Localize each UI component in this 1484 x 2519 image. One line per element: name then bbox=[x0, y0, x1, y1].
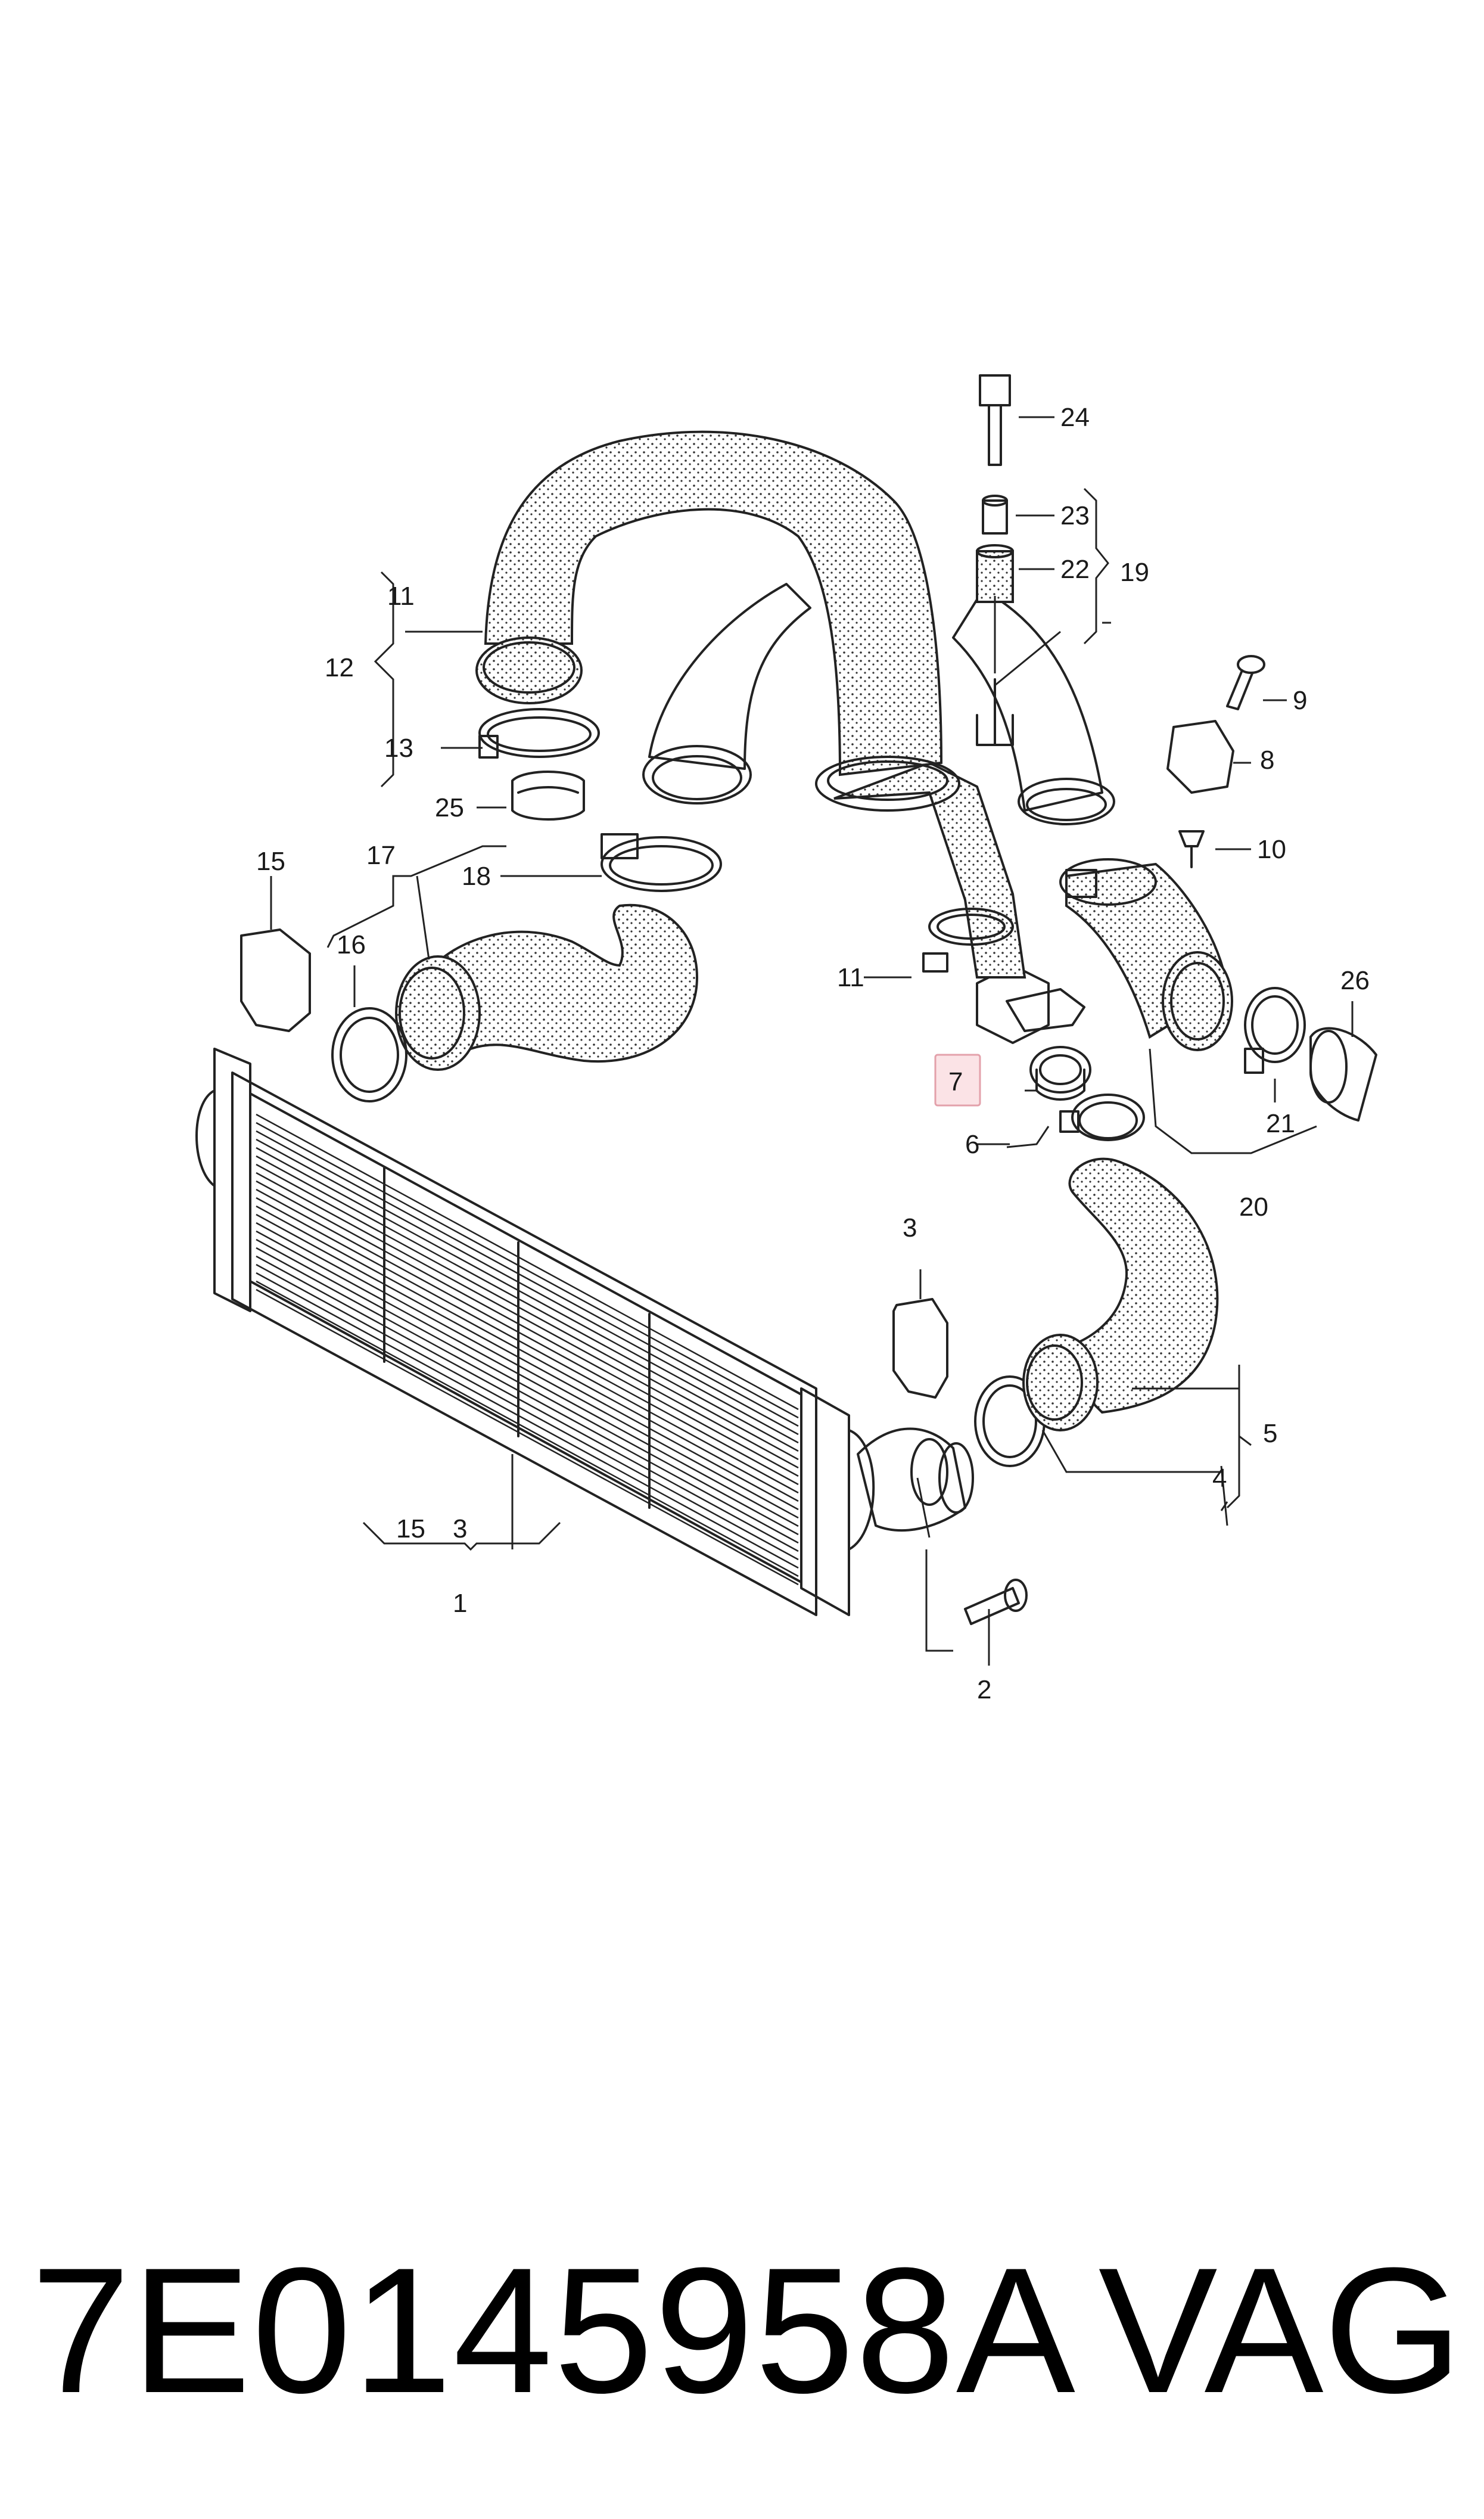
hose-17 bbox=[427, 903, 699, 1063]
intercooler-fin bbox=[256, 1280, 799, 1577]
gasket-3-lower bbox=[892, 1298, 948, 1399]
intercooler-fin bbox=[256, 1155, 799, 1452]
intercooler-fin bbox=[256, 1138, 799, 1436]
callout-6: 6 bbox=[965, 1130, 979, 1159]
callout-23: 23 bbox=[1060, 501, 1090, 530]
intercooler-fin bbox=[256, 1163, 799, 1461]
sleeve-25 bbox=[511, 771, 585, 821]
callout-18: 18 bbox=[462, 862, 491, 891]
callout-1: 1 bbox=[453, 1589, 467, 1618]
part-number: 7E0145958A bbox=[31, 2230, 1077, 2430]
intercooler bbox=[195, 1048, 875, 1616]
outlet-pipe bbox=[857, 1427, 974, 1532]
brand-label: VAG bbox=[1098, 2230, 1463, 2430]
sensor-8 bbox=[1166, 720, 1234, 794]
callout-5: 5 bbox=[1263, 1419, 1277, 1448]
intercooler-fin bbox=[256, 1188, 799, 1486]
clamp-21 bbox=[1244, 987, 1306, 1074]
callout-11-top: 11 bbox=[387, 582, 415, 611]
callout-17: 17 bbox=[366, 841, 396, 870]
hose-11-lower bbox=[833, 761, 1026, 979]
clamp-18 bbox=[601, 833, 722, 892]
callouts: 1 15 3 2 3 4 5 6 7 8 9 10 11 11 12 13 15… bbox=[256, 403, 1370, 1704]
intercooler-fin bbox=[256, 1197, 799, 1494]
callout-15-top: 15 bbox=[256, 847, 285, 876]
callout-19: 19 bbox=[1120, 558, 1149, 587]
pipe-19 bbox=[952, 589, 1103, 812]
hose-20-end bbox=[1162, 951, 1233, 1051]
hose-12-end bbox=[475, 636, 583, 704]
callout-8: 8 bbox=[1260, 746, 1274, 775]
gasket-15-upper bbox=[240, 928, 311, 1032]
clip-10 bbox=[1178, 830, 1205, 868]
intercooler-fin bbox=[256, 1247, 799, 1544]
callout-3-bottom: 3 bbox=[453, 1514, 467, 1543]
leader-lines bbox=[270, 416, 1354, 1666]
hose-20-collar bbox=[1059, 858, 1157, 906]
bolt-9 bbox=[1226, 655, 1265, 710]
bracket-19 bbox=[976, 678, 1014, 746]
clamp-6 bbox=[1059, 1094, 1145, 1141]
hose-17-end bbox=[395, 955, 481, 1071]
main-hose-upper bbox=[484, 430, 943, 776]
bush-22 bbox=[976, 544, 1014, 603]
callout-7: 7 bbox=[948, 1067, 963, 1097]
pipe-19-end bbox=[1018, 778, 1115, 825]
callout-12: 12 bbox=[325, 653, 354, 682]
hose-ring bbox=[815, 756, 960, 812]
intercooler-fin bbox=[256, 1205, 799, 1502]
clamp-11-lower bbox=[922, 908, 1014, 973]
callout-13: 13 bbox=[384, 734, 413, 763]
intercooler-fin bbox=[256, 1263, 799, 1561]
parts-diagram: 1 15 3 2 3 4 5 6 7 8 9 10 11 11 12 13 15… bbox=[195, 374, 1377, 1704]
intercooler-fin bbox=[256, 1255, 799, 1552]
intercooler-fins bbox=[256, 1113, 799, 1586]
intercooler-fin bbox=[256, 1180, 799, 1477]
callout-24: 24 bbox=[1060, 403, 1090, 432]
callout-22: 22 bbox=[1060, 555, 1090, 584]
callout-25: 25 bbox=[435, 793, 464, 822]
sleeve-26 bbox=[1309, 1027, 1377, 1122]
intercooler-fin bbox=[256, 1288, 799, 1586]
intercooler-fin bbox=[256, 1272, 799, 1569]
hose-5-end bbox=[1022, 1334, 1099, 1431]
callout-15-bottom: 15 bbox=[396, 1514, 425, 1543]
callout-4: 4 bbox=[1212, 1464, 1227, 1493]
intercooler-fin bbox=[256, 1147, 799, 1444]
middle-pipe-end bbox=[642, 745, 752, 805]
callout-2: 2 bbox=[977, 1675, 991, 1704]
callout-20: 20 bbox=[1239, 1192, 1268, 1222]
intercooler-fin bbox=[256, 1238, 799, 1536]
intercooler-fin bbox=[256, 1172, 799, 1469]
callout-21: 21 bbox=[1266, 1109, 1295, 1138]
callout-16: 16 bbox=[337, 930, 366, 959]
intercooler-fin bbox=[256, 1122, 799, 1419]
callout-9: 9 bbox=[1293, 686, 1307, 715]
intercooler-fin bbox=[256, 1230, 799, 1527]
intercooler-fin bbox=[256, 1130, 799, 1427]
connector-7 bbox=[1029, 1046, 1091, 1101]
callout-3-top: 3 bbox=[903, 1213, 917, 1243]
callout-10: 10 bbox=[1257, 835, 1286, 864]
callout-11-mid: 11 bbox=[837, 963, 864, 992]
intercooler-fin bbox=[256, 1213, 799, 1511]
bolt-2 bbox=[964, 1579, 1028, 1625]
intercooler-fin bbox=[256, 1113, 799, 1411]
o-ring-16 bbox=[331, 1007, 407, 1102]
callout-26: 26 bbox=[1340, 966, 1370, 995]
intercooler-fin bbox=[256, 1222, 799, 1519]
clamp-13 bbox=[478, 708, 600, 759]
washer-23 bbox=[982, 495, 1008, 535]
middle-pipe bbox=[648, 583, 811, 770]
highlight-box-7 bbox=[934, 1054, 981, 1107]
bolt-24 bbox=[979, 374, 1011, 466]
